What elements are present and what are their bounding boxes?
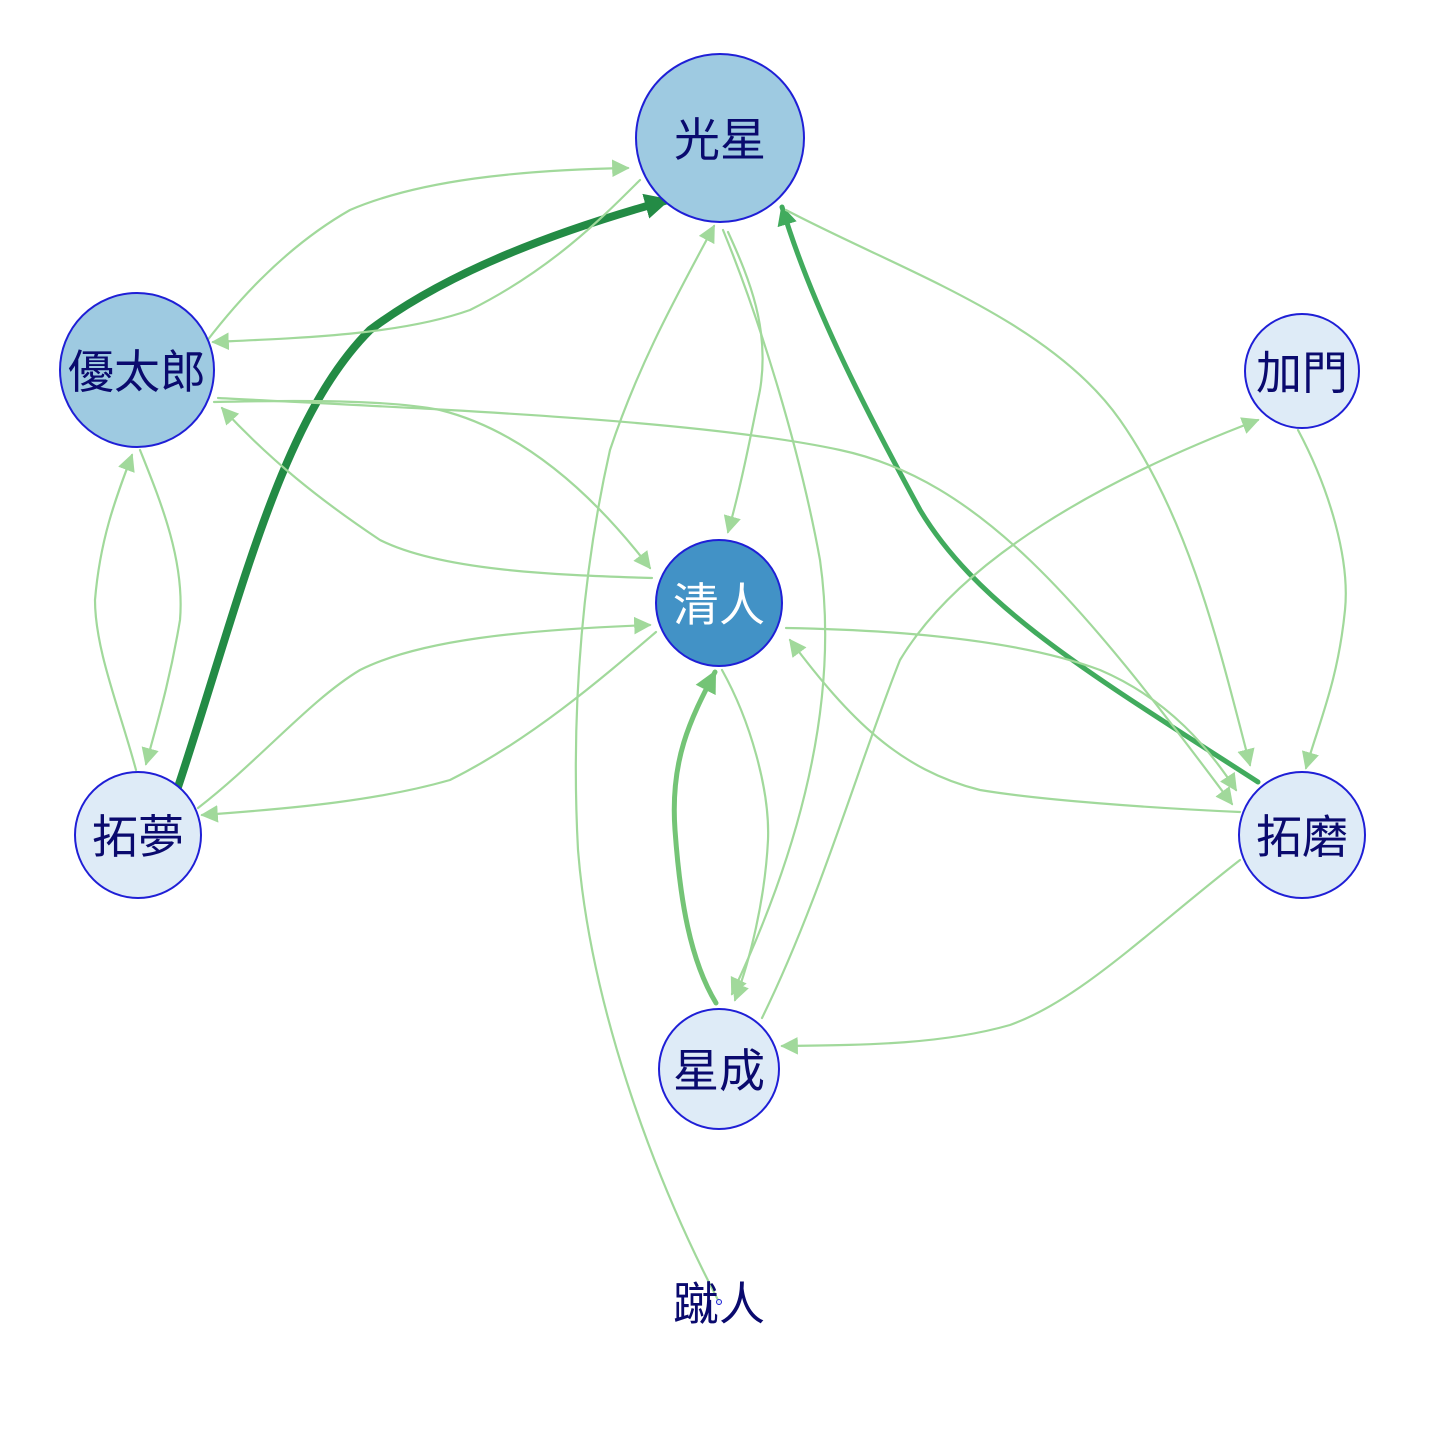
- edge-kiyoto-to-takumu: [200, 630, 658, 823]
- node-yutaro[interactable]: 優太郎: [59, 292, 215, 448]
- node-seina-label: 星成: [673, 1044, 765, 1098]
- edges: [93, 159, 1347, 1302]
- nodes: 光星 優太郎 加門 清人 拓夢 拓磨: [59, 53, 1366, 1331]
- node-kousei-label: 光星: [674, 113, 766, 167]
- edge-seina-to-kado: [760, 417, 1260, 1020]
- edge-takuma-to-seina: [780, 858, 1242, 1055]
- node-takuma-circle: [1238, 771, 1366, 899]
- node-kousei[interactable]: 光星: [635, 53, 805, 223]
- edge-shuto-to-kousei: [574, 224, 720, 1302]
- node-yutaro-label: 優太郎: [68, 345, 206, 399]
- node-kado-circle: [1244, 313, 1360, 429]
- node-takumu-label: 拓夢: [92, 810, 184, 864]
- node-kiyoto-circle: [655, 539, 783, 667]
- node-seina-circle: [658, 1008, 780, 1130]
- node-kado[interactable]: 加門: [1244, 313, 1360, 429]
- edge-yutaro-to-takuma: [216, 396, 1234, 806]
- node-kiyoto[interactable]: 清人: [655, 539, 783, 667]
- edge-yutaro-to-kousei: [198, 159, 630, 352]
- node-takuma-label: 拓磨: [1256, 810, 1348, 864]
- node-kado-label: 加門: [1256, 346, 1348, 400]
- node-takuma[interactable]: 拓磨: [1238, 771, 1366, 899]
- edge-takumu-to-yutaro: [93, 453, 138, 772]
- edge-seina-to-kiyoto: [671, 669, 719, 1006]
- node-shuto-label: 蹴人: [673, 1277, 765, 1331]
- node-shuto-circle: [716, 1299, 722, 1305]
- edge-kousei-to-yutaro: [211, 178, 642, 351]
- node-seina[interactable]: 星成: [658, 1008, 780, 1130]
- node-takumu[interactable]: 拓夢: [74, 771, 202, 899]
- edge-kousei-to-kiyoto: [723, 230, 764, 534]
- edge-takumu-to-kiyoto: [196, 616, 652, 810]
- node-takumu-circle: [74, 771, 202, 899]
- node-shuto[interactable]: 蹴人: [673, 1277, 765, 1331]
- edge-kado-to-takuma: [1296, 428, 1347, 770]
- edge-takumu-to-kousei: [174, 193, 672, 791]
- node-yutaro-circle: [59, 292, 215, 448]
- edge-takuma-to-kiyoto: [788, 638, 1242, 814]
- edge-kiyoto-to-yutaro: [220, 406, 654, 580]
- edge-takuma-to-kousei: [777, 204, 1261, 785]
- edge-kousei-to-seina: [721, 228, 827, 996]
- edge-kiyoto-to-takuma: [784, 626, 1238, 792]
- edge-yutaro-to-takumu: [138, 448, 182, 766]
- node-kousei-circle: [635, 53, 805, 223]
- edge-kiyoto-to-seina: [720, 668, 770, 1002]
- node-kiyoto-label: 清人: [673, 578, 765, 632]
- edge-kousei-to-takuma: [784, 208, 1255, 767]
